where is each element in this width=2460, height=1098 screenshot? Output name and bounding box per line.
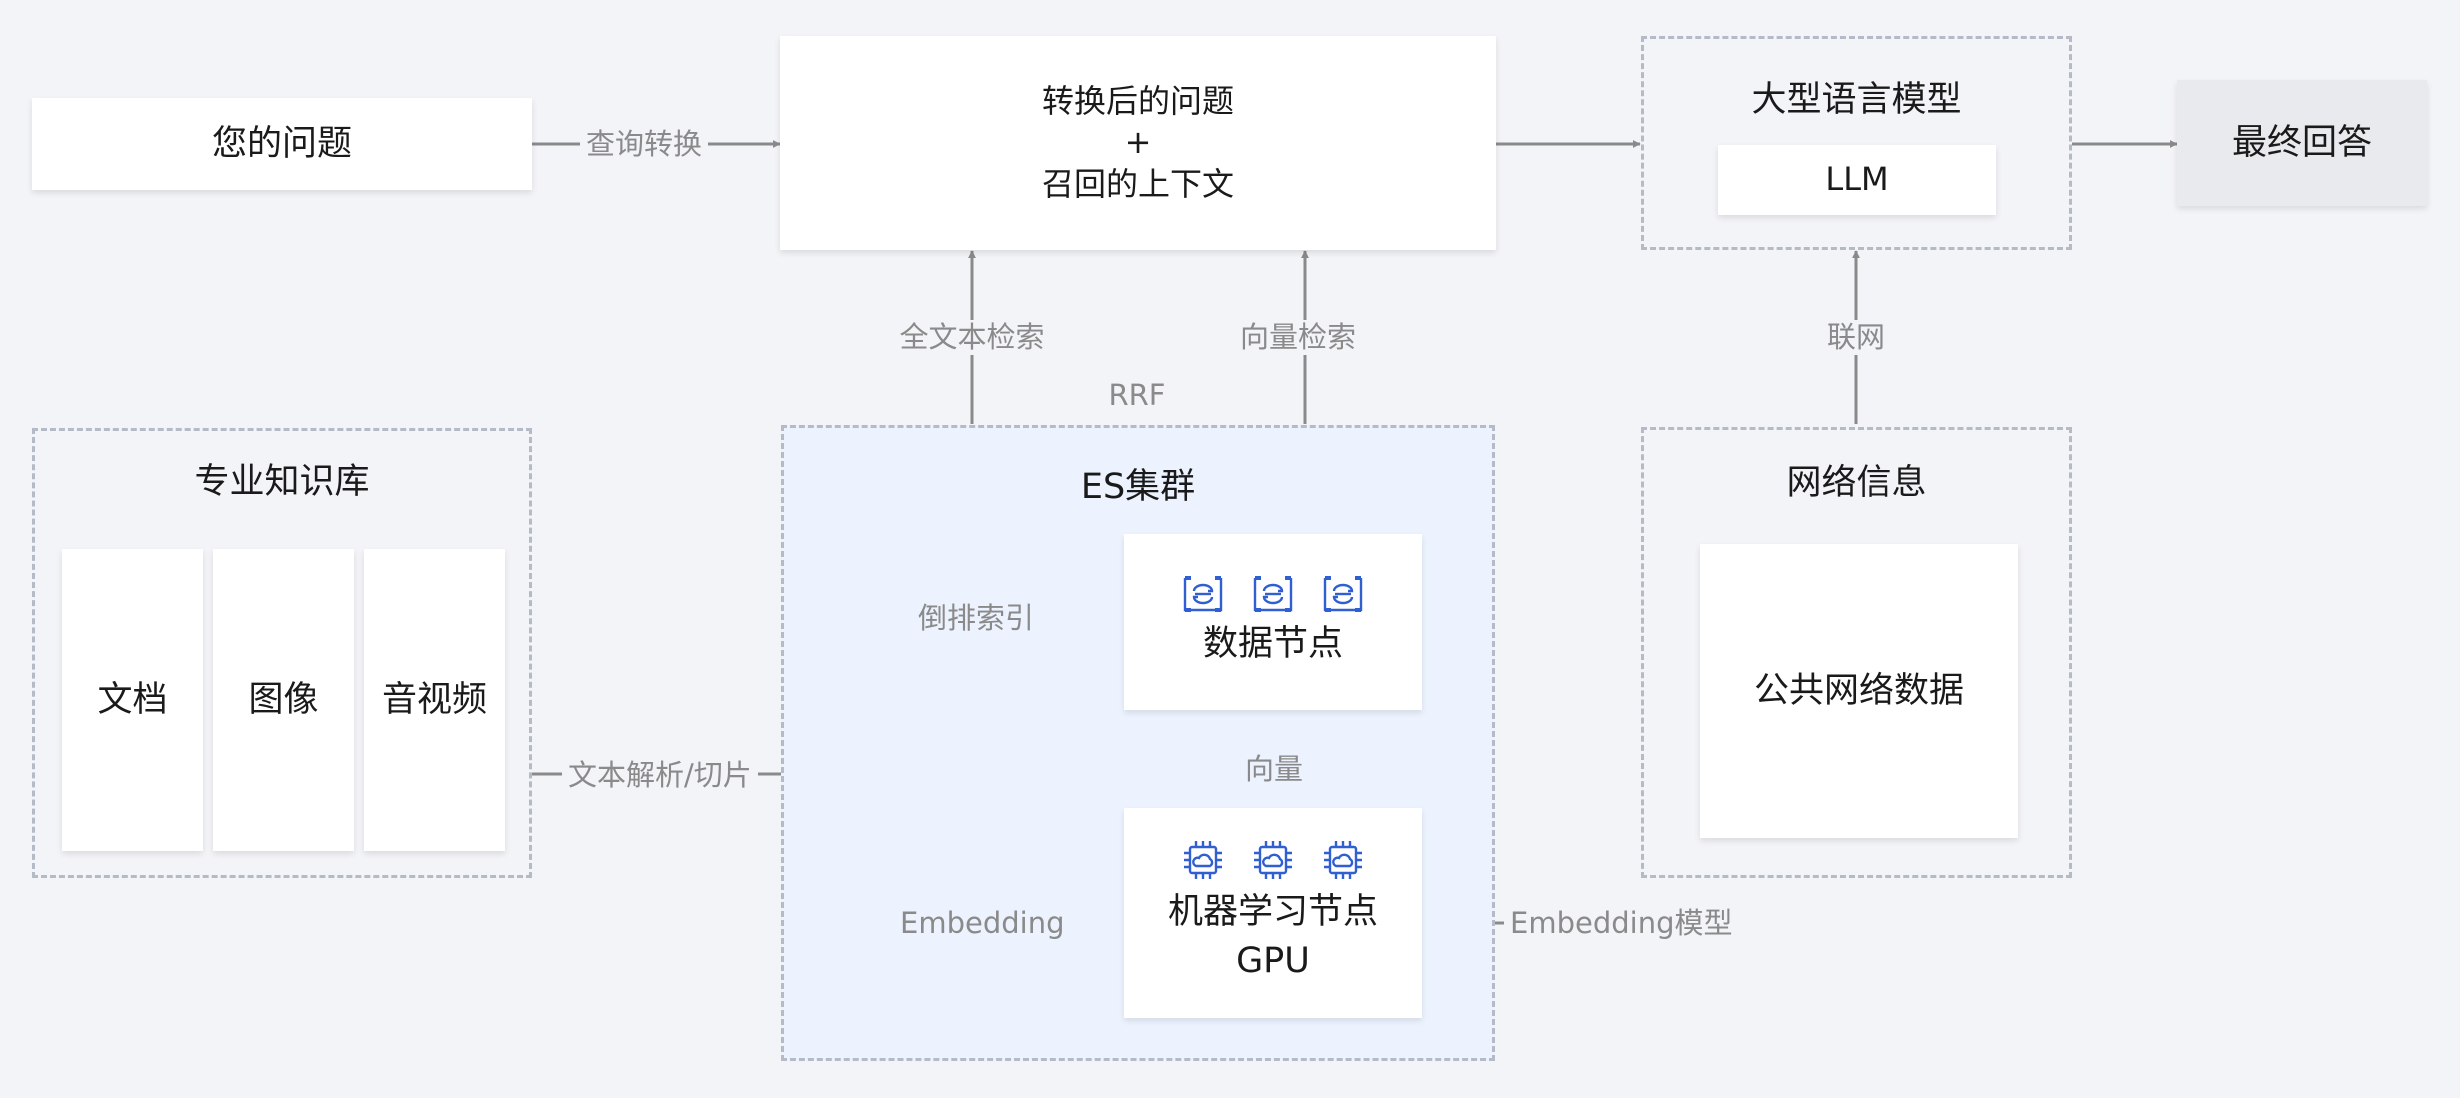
llm-group: 大型语言模型 LLM <box>1641 36 2072 250</box>
ml-node-box: 机器学习节点 GPU <box>1124 808 1422 1018</box>
ml-node-text-line1: 机器学习节点 <box>1167 892 1378 932</box>
kb-item-images-text: 图像 <box>248 679 319 720</box>
cloud-chip-icon <box>1183 840 1223 880</box>
data-node-icons <box>1183 575 1363 612</box>
data-node-text: 数据节点 <box>1202 623 1343 664</box>
ml-node-text-line2: GPU <box>1236 941 1310 981</box>
web-info-group: 网络信息 公共网络数据 <box>1641 427 2072 878</box>
fulltext-label: 全文本检索 <box>893 320 1051 355</box>
public-web-data-box: 公共网络数据 <box>1700 544 2018 838</box>
web-info-title: 网络信息 <box>1786 463 1927 503</box>
llm-group-title: 大型语言模型 <box>1751 80 1962 120</box>
vector-label: 向量 <box>1238 752 1310 787</box>
vector-search-label: 向量检索 <box>1233 320 1363 355</box>
database-sync-icon <box>1253 575 1293 612</box>
knowledge-base-title: 专业知识库 <box>194 462 370 502</box>
query-transform-label: 查询转换 <box>580 127 709 162</box>
final-answer-text: 最终回答 <box>2231 122 2372 163</box>
transformed-line3: 召回的上下文 <box>1041 164 1234 203</box>
kb-item-audio-video: 音视频 <box>364 549 505 851</box>
final-answer-box: 最终回答 <box>2177 80 2427 206</box>
parse-slice-label: 文本解析/切片 <box>562 758 758 793</box>
transformed-plus: + <box>1124 123 1152 162</box>
kb-item-documents-text: 文档 <box>97 679 168 720</box>
knowledge-base-group: 专业知识库 文档 图像 音视频 <box>32 428 532 878</box>
kb-item-audio-video-text: 音视频 <box>381 679 487 720</box>
invert-index-label: 倒排索引 <box>912 601 1041 636</box>
database-sync-icon <box>1183 575 1223 612</box>
es-cluster-title: ES集群 <box>1080 467 1196 507</box>
internet-label: 联网 <box>1820 320 1892 355</box>
cloud-chip-icon <box>1253 840 1293 880</box>
data-node-box: 数据节点 <box>1124 534 1422 710</box>
your-question-box: 您的问题 <box>32 98 532 190</box>
llm-box-text: LLM <box>1825 160 1889 199</box>
ml-node-icons <box>1183 840 1363 880</box>
cloud-chip-icon <box>1323 840 1363 880</box>
your-question-text: 您的问题 <box>211 123 352 164</box>
transformed-line1: 转换后的问题 <box>1041 81 1234 120</box>
database-sync-icon <box>1323 575 1363 612</box>
rrf-label: RRF <box>1102 378 1172 413</box>
llm-box: LLM <box>1718 145 1996 215</box>
embedding-model-label: Embedding模型 <box>1504 906 1739 941</box>
kb-item-images: 图像 <box>213 549 354 851</box>
kb-item-documents: 文档 <box>62 549 203 851</box>
embedding-label: Embedding <box>894 906 1071 941</box>
public-web-data-text: 公共网络数据 <box>1753 670 1964 711</box>
transformed-box: 转换后的问题 + 召回的上下文 <box>780 36 1496 250</box>
